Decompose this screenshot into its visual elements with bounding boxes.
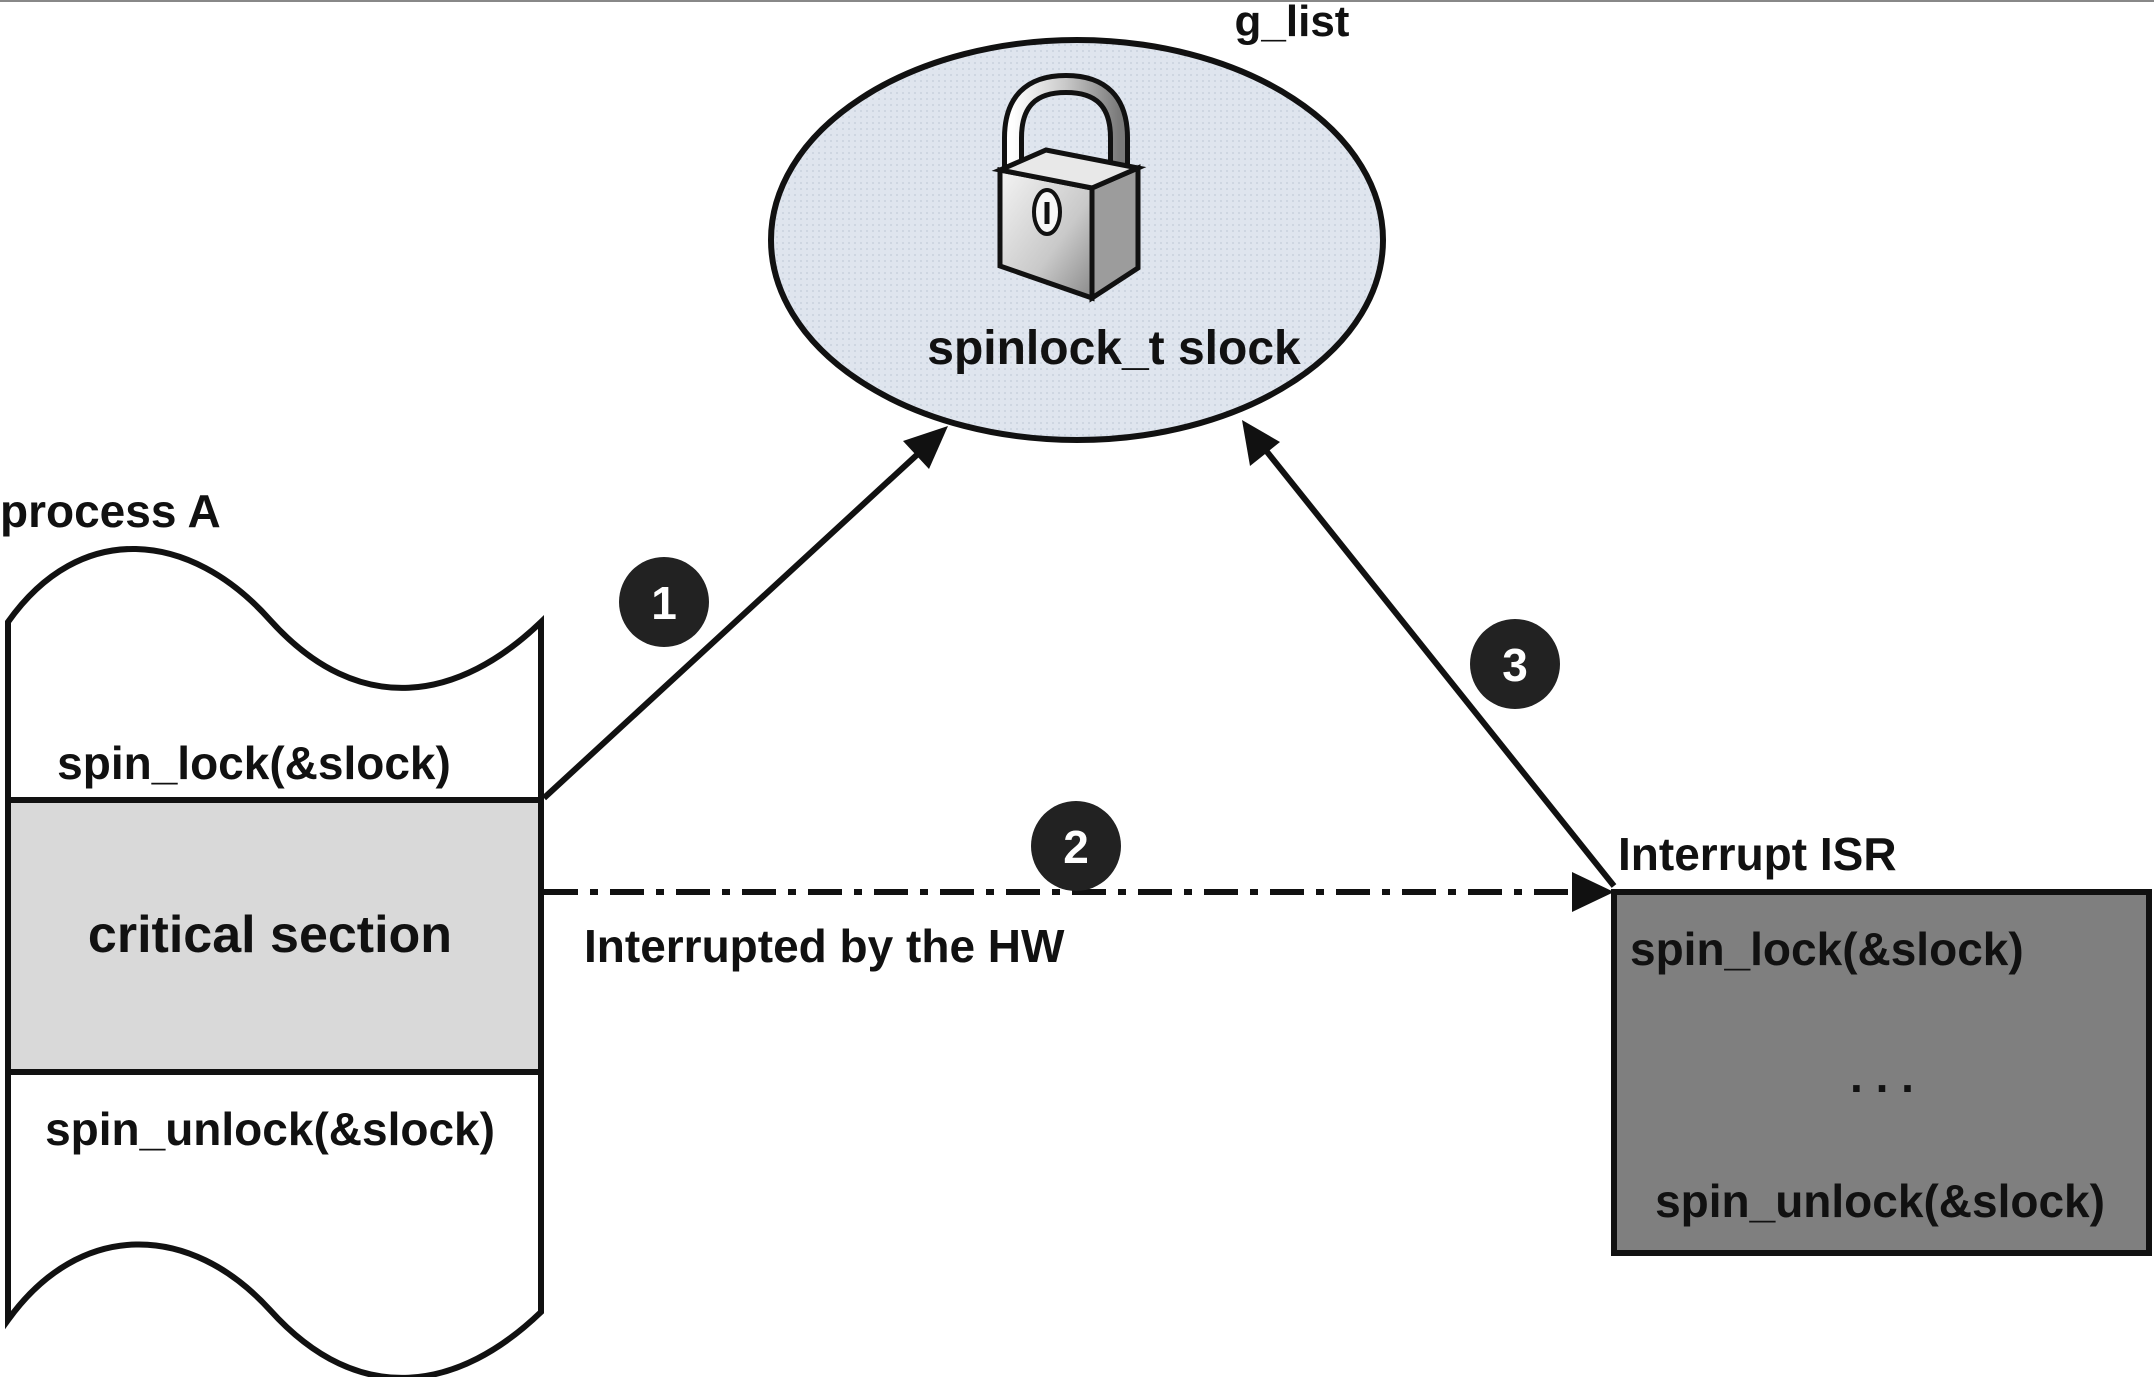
critical-section-label: critical section xyxy=(88,906,452,964)
interrupt-box xyxy=(1611,889,2152,1256)
padlock-icon xyxy=(991,72,1147,303)
step-badge-2: 2 xyxy=(1031,801,1121,891)
shared-object-title: g_list xyxy=(1235,0,1350,46)
interrupt-edge-label: Interrupted by the HW xyxy=(584,920,1065,972)
lock-variable-label: spinlock_t slock xyxy=(927,322,1301,375)
step-number-2: 2 xyxy=(1063,821,1089,873)
process-unlock-call: spin_unlock(&slock) xyxy=(45,1103,495,1155)
critical-section-band xyxy=(8,800,541,1072)
interrupt-ellipsis: . . . xyxy=(1850,1050,1914,1102)
interrupt-lock-call: spin_lock(&slock) xyxy=(1630,923,2024,975)
arrow-step-3-head xyxy=(1242,420,1280,466)
step-badge-3: 3 xyxy=(1470,619,1560,709)
process-title: process A xyxy=(0,485,221,537)
step-number-1: 1 xyxy=(651,577,677,629)
step-number-3: 3 xyxy=(1502,639,1528,691)
process-lock-call: spin_lock(&slock) xyxy=(57,737,451,789)
arrow-step-1-head xyxy=(903,426,948,469)
arrow-step-3 xyxy=(1261,446,1617,888)
interrupt-unlock-call: spin_unlock(&slock) xyxy=(1655,1175,2105,1227)
interrupt-title: Interrupt ISR xyxy=(1618,828,1897,880)
arrow-step-2-head xyxy=(1572,872,1614,912)
arrow-step-1 xyxy=(541,449,923,801)
step-badge-1: 1 xyxy=(619,557,709,647)
